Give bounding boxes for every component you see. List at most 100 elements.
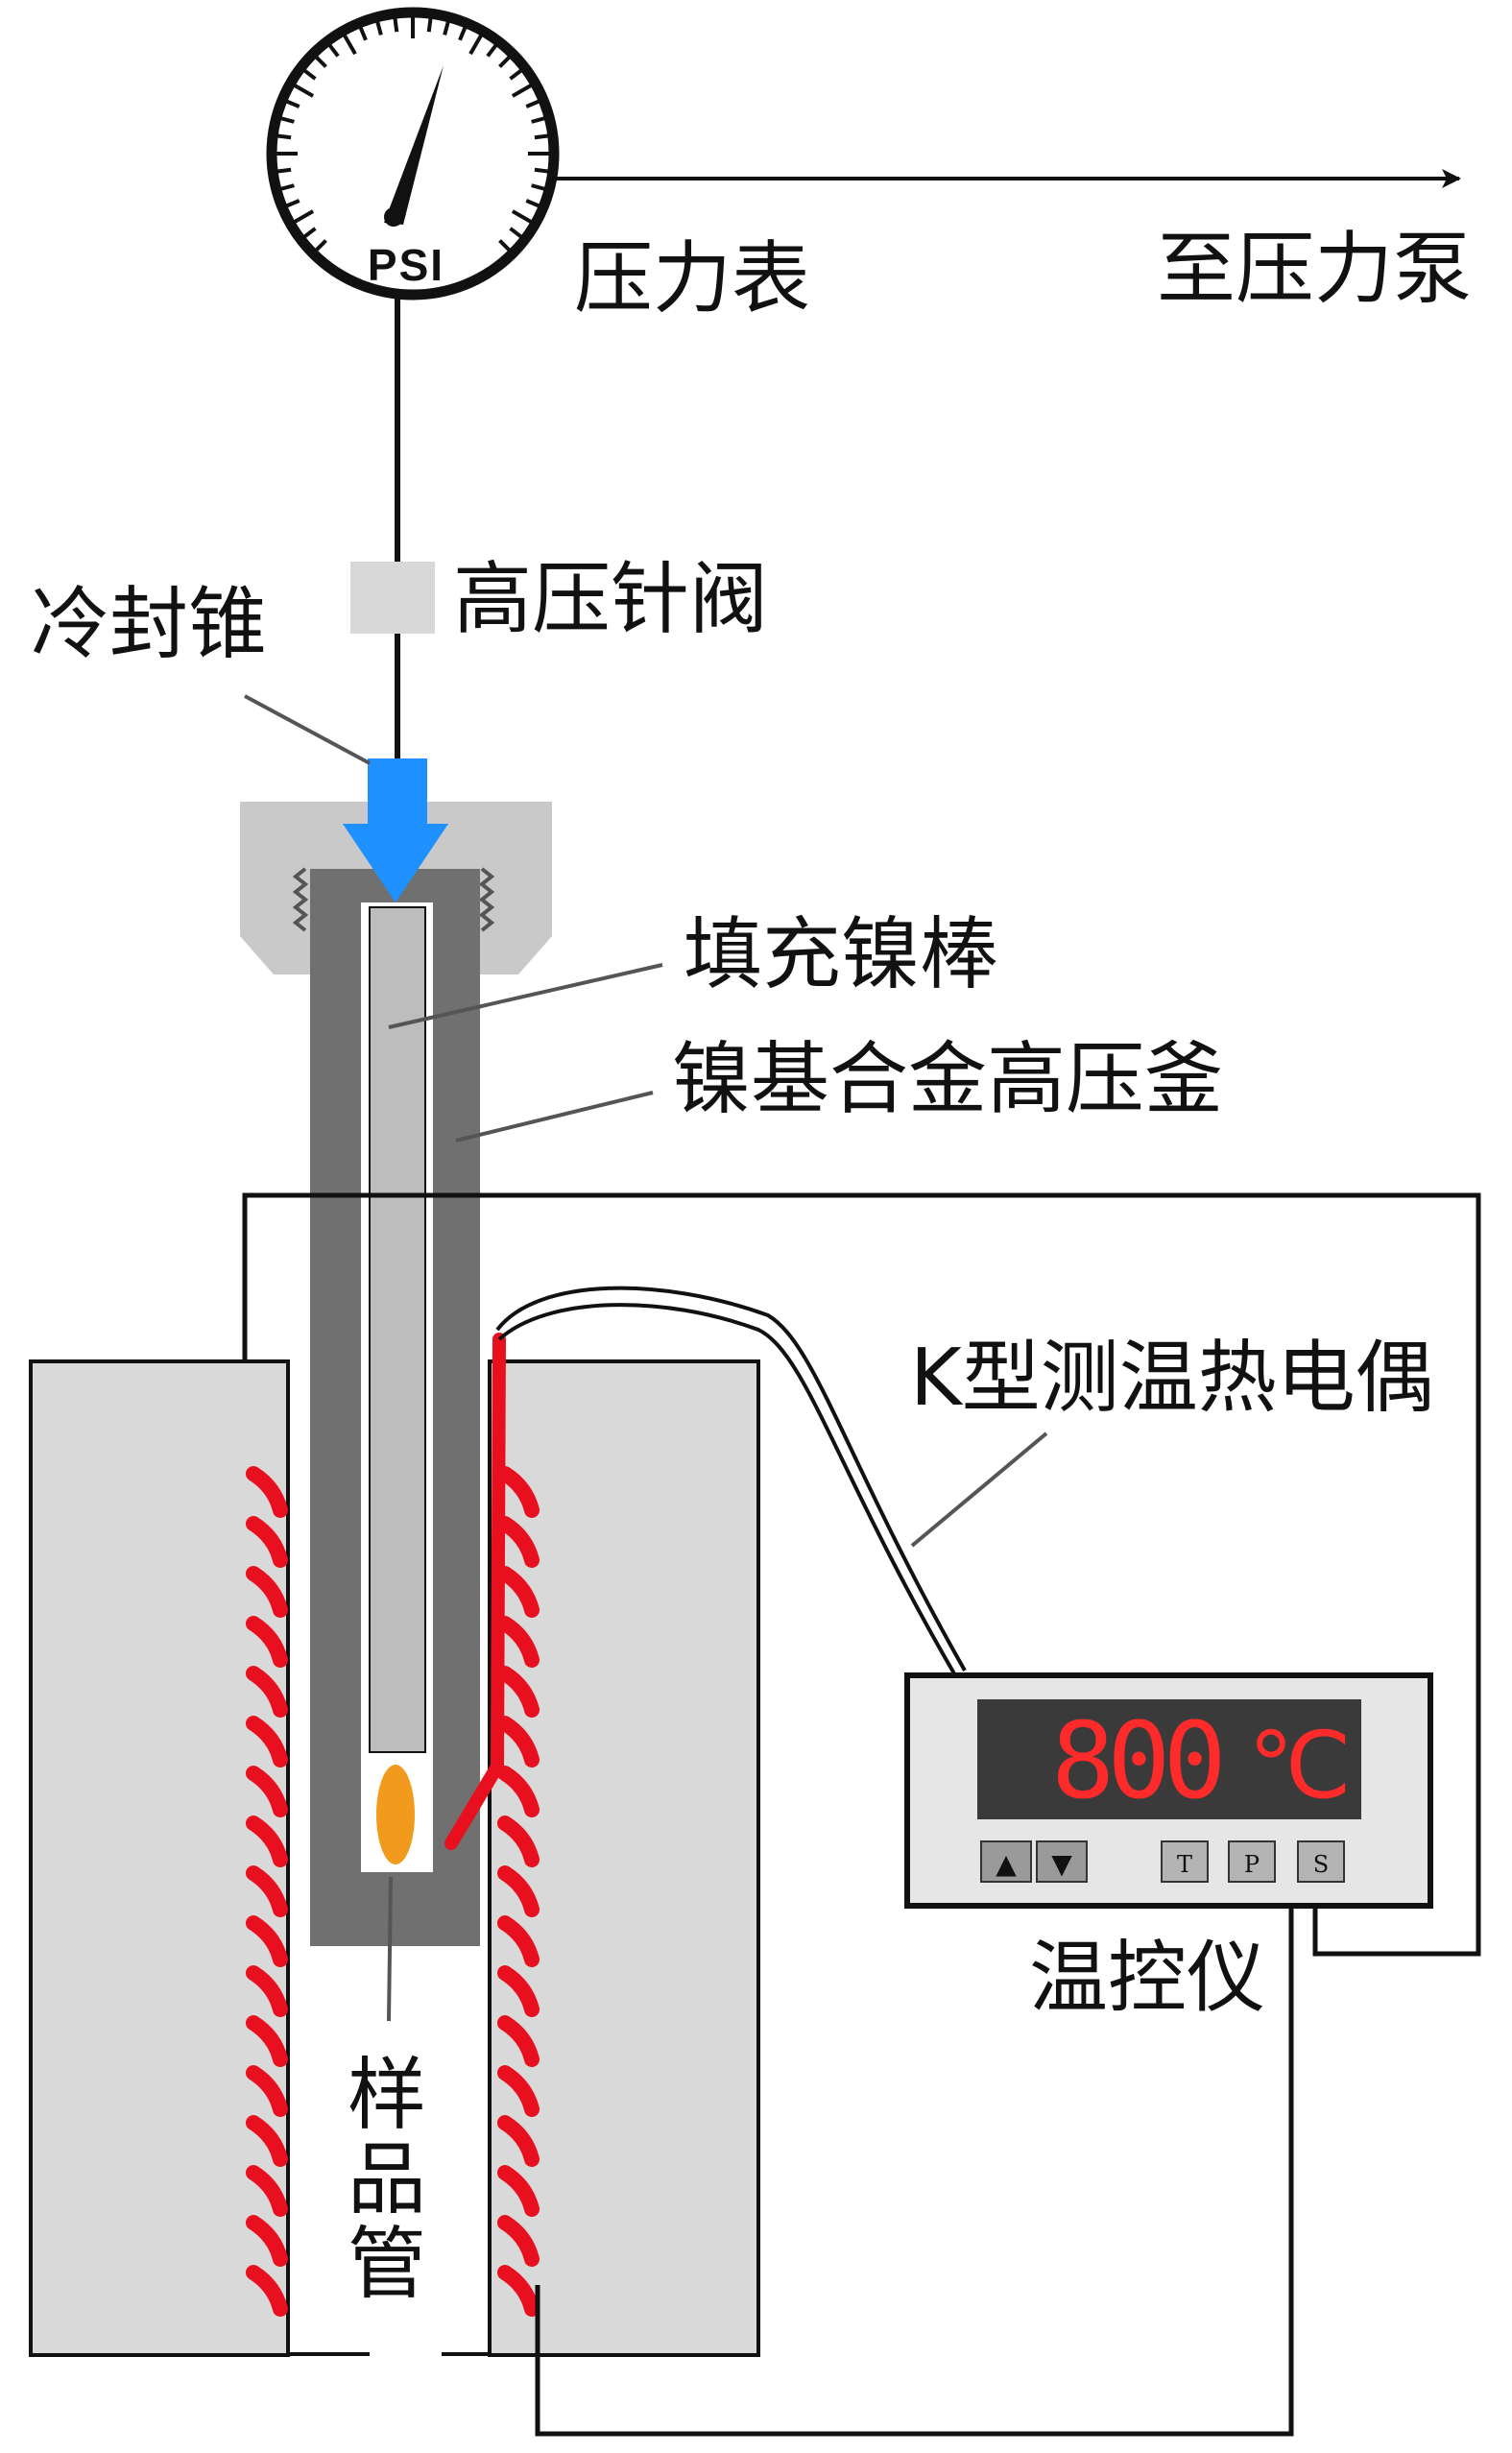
heater-coil-segment (497, 2115, 540, 2167)
heater-coil-segment (246, 1466, 288, 1518)
gauge-tick (443, 21, 450, 36)
gauge-needle (384, 65, 444, 225)
gauge-tick (276, 167, 292, 174)
gauge-tick (375, 21, 383, 36)
gauge-tick (294, 209, 315, 224)
heater-coil-segment (246, 2115, 288, 2167)
btn-t-glyph: T (1177, 1851, 1192, 1878)
heater-coil-segment (246, 2215, 288, 2267)
label-to-pump: 至压力泵 (1157, 224, 1472, 315)
heater-coil-segment (246, 1666, 288, 1718)
gauge-tick (286, 199, 300, 208)
gauge-tick (393, 17, 399, 33)
btn-down (1036, 1840, 1088, 1883)
heater-coil-segment (497, 1666, 540, 1718)
label-controller: 温控仪 (1029, 1933, 1265, 2024)
gauge-tick (531, 116, 545, 124)
heater-coil-segment (246, 1766, 288, 1817)
autoclave (240, 802, 552, 1946)
leader-lines (244, 694, 1048, 2022)
heater-coil-segment (497, 2065, 540, 2117)
btn-p-glyph: P (1244, 1851, 1260, 1878)
thermocouple (444, 1286, 967, 1850)
gauge-tick (280, 116, 295, 124)
label-sample-tube-char: 管 (348, 2219, 426, 2310)
label-thermocouple: K型测温热电偶 (910, 1333, 1434, 1424)
heater-coil-segment (497, 1865, 540, 1917)
gauge-tick (509, 68, 522, 81)
gauge-tick (276, 133, 292, 140)
gauge-tick (458, 27, 468, 41)
controller-unit: ℃ (1248, 1712, 1352, 1819)
cap-thread-right (478, 867, 495, 932)
label-cold-seal-cone: 冷封锥 (31, 579, 267, 670)
cold-seal-cone (343, 758, 448, 902)
gauge-tick (280, 183, 295, 191)
btn-t (1161, 1840, 1209, 1883)
thermocouple-inner-wire (444, 1333, 506, 1850)
leader-autoclave (455, 1091, 654, 1142)
heater-coil-segment (497, 1466, 540, 1518)
heater-coil-segment (497, 1716, 540, 1768)
gauge-tick (534, 167, 549, 174)
leader-thermocouple (910, 1431, 1048, 1548)
heater-coil-segment (246, 1716, 288, 1768)
heater-coil-segment (246, 1816, 288, 1867)
thermocouple-lead-2 (497, 1303, 957, 1677)
heater-coil-segment (497, 1965, 540, 2017)
wire-top-loop (242, 1192, 1481, 1957)
gauge-hub (384, 207, 403, 227)
pressure-gauge: PSI (266, 7, 560, 301)
gauge-tick (358, 27, 368, 41)
label-filler-rod: 填充镍棒 (684, 909, 998, 1000)
gauge-tick (343, 35, 357, 56)
gauge-unit-label: PSI (368, 240, 444, 290)
heater-coil-segment (497, 1566, 540, 1618)
controller-display-window (977, 1699, 1361, 1819)
btn-p (1228, 1840, 1276, 1883)
leader-sample-tube (387, 1876, 393, 2022)
heater-coil-segment (497, 1516, 540, 1568)
gauge-tick (327, 44, 340, 58)
heater-coil-segment (246, 1965, 288, 2017)
gauge-tick (498, 239, 511, 252)
wire-bottom-loop (535, 1906, 1294, 2437)
heater-coil-segment (246, 2265, 288, 2317)
temperature-controller: 800 ℃ ▲ ▼ T P S (904, 1672, 1433, 1909)
heater-coil-right (497, 1466, 540, 2317)
label-needle-valve: 高压针阀 (453, 554, 768, 645)
label-autoclave: 镍基合金高压釜 (672, 1034, 1223, 1125)
gauge-ticks (276, 17, 549, 252)
gauge-tick (509, 227, 522, 239)
needle-valve (350, 562, 435, 634)
gauge-tick (286, 99, 300, 108)
gauge-tick (525, 199, 540, 208)
gauge-tick (303, 227, 317, 239)
heater-coil-segment (497, 1816, 540, 1867)
heater-coil-left (246, 1466, 288, 2317)
label-sample-tube: 样品管 (348, 2050, 426, 2310)
gauge-tick (294, 84, 315, 98)
btn-up-glyph: ▲ (996, 1848, 1017, 1880)
gauge-tick (511, 209, 532, 224)
heater-coil-segment (246, 2165, 288, 2217)
sample-capsule (376, 1765, 415, 1864)
gauge-tick (534, 133, 549, 140)
gauge-tick (531, 183, 545, 191)
cap-thread-left (292, 867, 309, 932)
gauge-tick (486, 44, 498, 58)
heater-coil-segment (246, 1516, 288, 1568)
heater-coil-segment (497, 1616, 540, 1668)
gauge-tick (525, 99, 540, 108)
gauge-tick (315, 239, 327, 252)
heater-coil-segment (497, 2265, 540, 2317)
btn-s-glyph: S (1313, 1851, 1329, 1878)
controller-reading: 800 (1051, 1699, 1220, 1822)
control-wiring (242, 1192, 1481, 2437)
heater-coil-segment (246, 1566, 288, 1618)
leader-filler-rod (388, 963, 663, 1029)
btn-s (1297, 1840, 1345, 1883)
gauge-tick (315, 56, 327, 68)
